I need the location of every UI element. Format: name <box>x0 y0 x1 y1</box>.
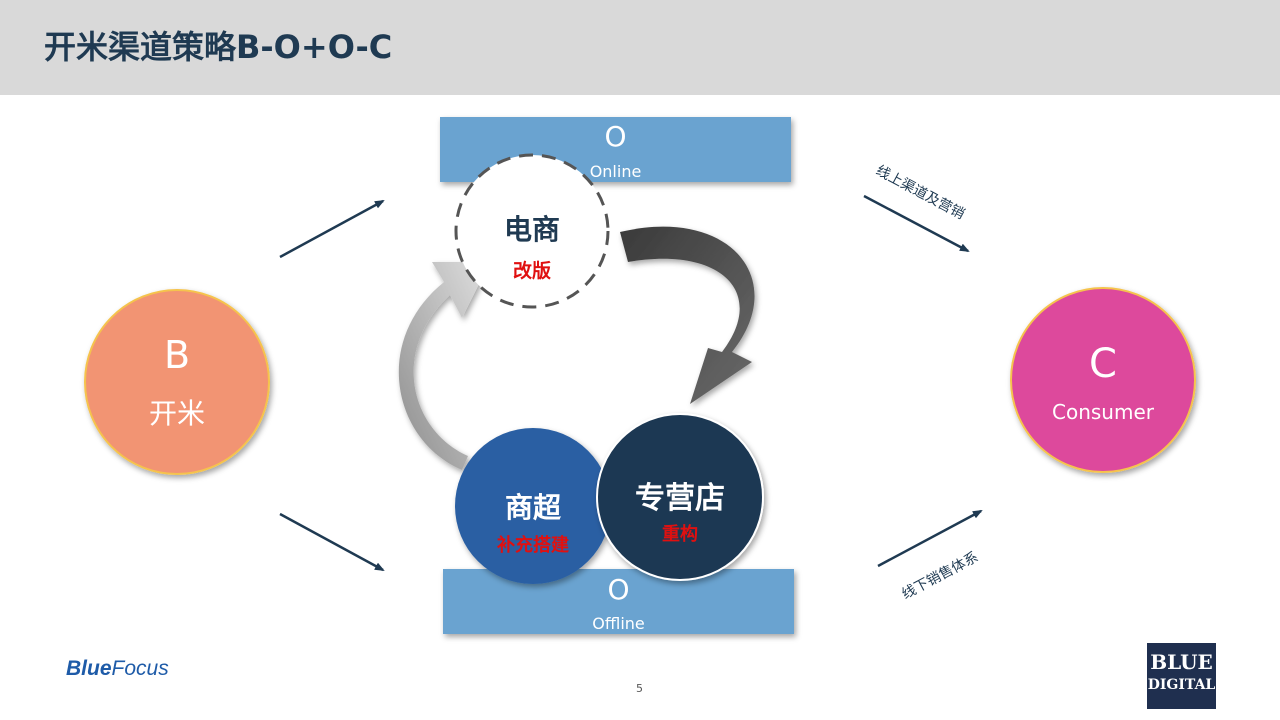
arrow-b-to-offline <box>279 512 385 572</box>
offline-box <box>443 569 794 634</box>
circle-b-letter: B <box>163 333 191 377</box>
circle-c <box>1010 287 1196 473</box>
blue-digital-line1: BLUE <box>1150 650 1213 674</box>
online-box-letter: O <box>604 120 627 153</box>
blue-digital-line2: DIGITAL <box>1147 677 1216 693</box>
page-title: 开米渠道策略B-O+O-C <box>44 28 393 66</box>
supermarket-label: 商超 <box>504 491 561 524</box>
blue-digital-logo: BLUE DIGITAL <box>1147 643 1216 709</box>
circle-c-letter: C <box>1089 341 1117 387</box>
cycle-arrow-up <box>398 262 490 470</box>
store-sub: 重构 <box>662 524 698 545</box>
cycle-arrow-down <box>620 226 755 404</box>
ecommerce-circle <box>454 153 610 309</box>
ecommerce-label: 电商 <box>503 213 560 246</box>
bluefocus-logo-focus: Focus <box>111 657 169 680</box>
store-circle <box>596 413 764 581</box>
supermarket-circle <box>455 428 611 584</box>
arrow-offline-to-c <box>877 509 983 568</box>
page-number: 5 <box>636 682 643 695</box>
circle-b-label: 开米 <box>148 397 205 430</box>
circle-c-label: Consumer <box>1052 400 1154 424</box>
online-box-label: Online <box>589 162 642 181</box>
arrow-b-to-online <box>279 199 385 259</box>
arrow-online-to-c <box>863 194 970 253</box>
bluefocus-logo-blue: Blue <box>66 657 112 680</box>
title-bar <box>0 0 1280 95</box>
bluefocus-logo: BlueFocus <box>66 657 169 681</box>
offline-box-label: Offline <box>592 614 645 633</box>
offline-box-letter: O <box>607 573 630 606</box>
supermarket-sub: 补充搭建 <box>497 535 569 556</box>
ecommerce-sub: 改版 <box>512 260 551 282</box>
store-label: 专营店 <box>635 481 725 516</box>
circle-b <box>84 289 270 475</box>
